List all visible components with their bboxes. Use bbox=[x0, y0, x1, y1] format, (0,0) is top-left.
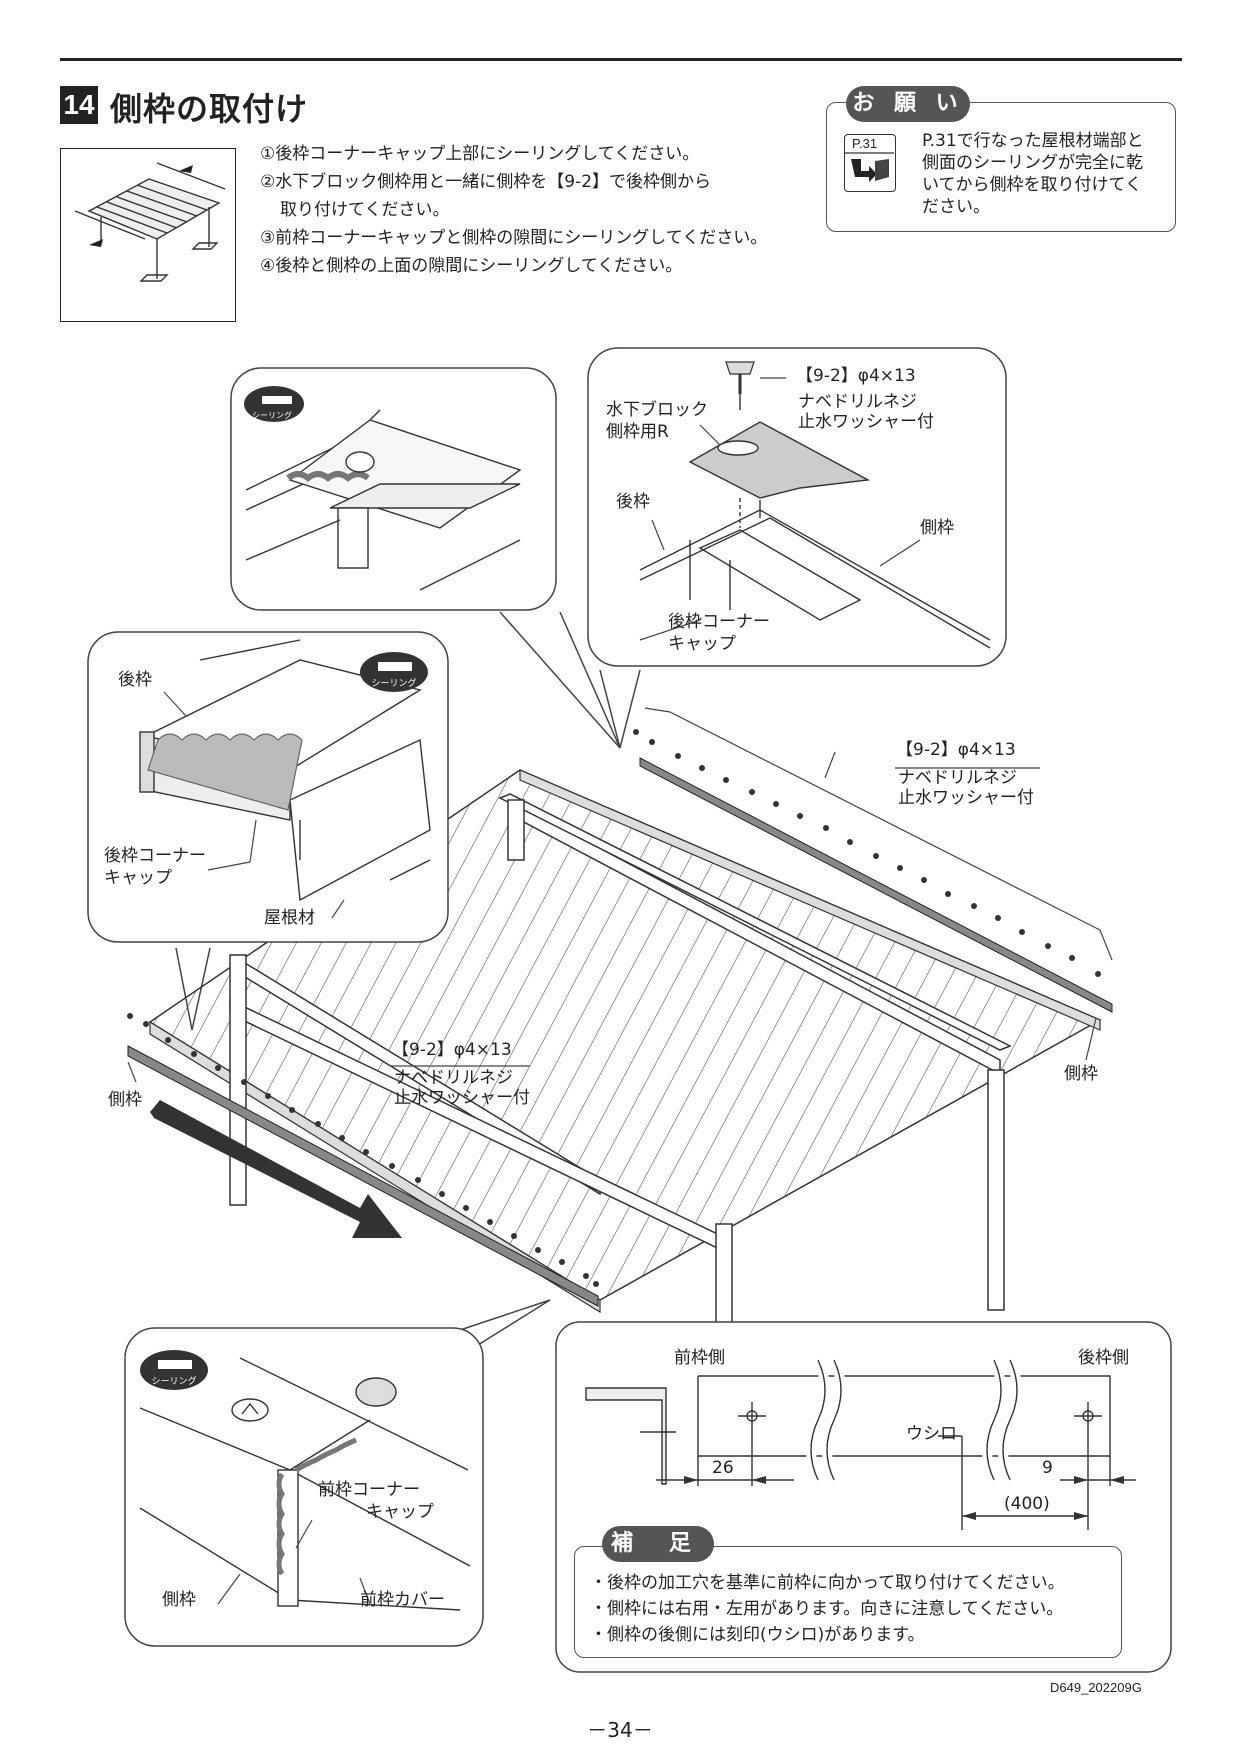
side-frame-label: 側枠 bbox=[1064, 1064, 1098, 1084]
dimension-9: 9 bbox=[1042, 1458, 1053, 1478]
ushiro-mark-label: ウシロ bbox=[906, 1424, 957, 1444]
screw-name: ナベドリルネジ bbox=[394, 1068, 513, 1088]
page-reference-icon bbox=[844, 134, 896, 192]
back-frame-label: 後枠 bbox=[616, 492, 650, 512]
step-3: ③前枠コーナーキャップと側枠の隙間にシーリングしてください。 bbox=[260, 228, 768, 248]
sealing-icon: シーリング bbox=[360, 652, 428, 692]
screw-name: ナベドリルネジ bbox=[898, 768, 1017, 788]
page-reference-label: P.31 bbox=[852, 136, 878, 151]
document-code: D649_202209G bbox=[1050, 1680, 1142, 1695]
side-frame-left bbox=[127, 1045, 599, 1307]
top-rule bbox=[60, 58, 1182, 61]
carport-thumbnail bbox=[60, 148, 236, 322]
supplement-line: ・側枠には右用・左用があります。向きに注意してください。 bbox=[590, 1599, 1064, 1619]
side-frame-label: 側枠 bbox=[108, 1090, 142, 1110]
screw-washer: 止水ワッシャー付 bbox=[394, 1088, 530, 1108]
back-side-label: 後枠側 bbox=[1078, 1348, 1129, 1368]
side-frame-label: 側枠 bbox=[162, 1590, 196, 1610]
supplement-box bbox=[574, 1546, 1122, 1658]
supplement-line: ・側枠の後側には刻印(ウシロ)があります。 bbox=[590, 1625, 925, 1645]
note-line: P.31で行なった屋根材端部と bbox=[922, 131, 1144, 151]
direction-arrow bbox=[150, 1100, 402, 1238]
request-note-text: P.31で行なった屋根材端部と 側面のシーリングが完全に乾 いてから側枠を取り付… bbox=[922, 130, 1172, 218]
front-cap-label-2: キャップ bbox=[366, 1502, 434, 1522]
detail-bubble-bottom-left bbox=[124, 1327, 484, 1647]
request-note-tag: お 願 い bbox=[846, 86, 970, 122]
note-line: ださい。 bbox=[922, 197, 990, 217]
side-frame-label: 側枠 bbox=[920, 518, 954, 538]
page-number: －34－ bbox=[587, 1718, 653, 1742]
step-list: ①後枠コーナーキャップ上部にシーリングしてください。 ②水下ブロック側枠用と一緒… bbox=[260, 140, 767, 280]
sealing-icon: シーリング bbox=[244, 386, 304, 422]
screw-spec: 【9-2】φ4×13 bbox=[796, 366, 916, 386]
front-cover-label: 前枠カバー bbox=[360, 1590, 445, 1610]
front-side-label: 前枠側 bbox=[674, 1348, 725, 1368]
screw-spec: 【9-2】φ4×13 bbox=[896, 740, 1016, 760]
supplement-tag: 補 足 bbox=[602, 1526, 714, 1562]
note-line: 側面のシーリングが完全に乾 bbox=[922, 153, 1143, 173]
section-number: 14 bbox=[60, 86, 98, 124]
front-cap-label-1: 前枠コーナー bbox=[318, 1480, 420, 1500]
block-label-1: 水下ブロック bbox=[606, 400, 708, 420]
step-4: ④後枠と側枠の上面の隙間にシーリングしてください。 bbox=[260, 256, 683, 276]
block-label-2: 側枠用R bbox=[606, 422, 669, 442]
seal-icon-text: シーリング bbox=[371, 677, 416, 689]
seal-icon-text: シーリング bbox=[151, 1375, 196, 1387]
post-front-right bbox=[715, 1223, 733, 1335]
detail-bubble-top-right bbox=[587, 347, 1007, 667]
screw-name: ナベドリルネジ bbox=[798, 392, 917, 412]
post-back-left bbox=[507, 799, 525, 861]
step-1: ①後枠コーナーキャップ上部にシーリングしてください。 bbox=[260, 144, 700, 164]
dimension-26: 26 bbox=[712, 1458, 734, 1478]
step-2: ②水下ブロック側枠用と一緒に側枠を【9-2】で後枠側から bbox=[260, 172, 712, 192]
side-frame-right bbox=[639, 757, 1113, 1013]
post-back-right bbox=[987, 1069, 1005, 1311]
note-line: いてから側枠を取り付けてく bbox=[922, 175, 1142, 195]
supplement-text: ・後枠の加工穴を基準に前枠に向かって取り付けてください。 ・側枠には右用・左用が… bbox=[590, 1570, 1065, 1648]
step-2-cont: 取り付けてください。 bbox=[280, 200, 450, 220]
screw-washer: 止水ワッシャー付 bbox=[798, 412, 934, 432]
back-cap-label-1: 後枠コーナー bbox=[668, 612, 770, 632]
roof-material-label: 屋根材 bbox=[264, 908, 315, 928]
sealing-icon: シーリング bbox=[140, 1350, 208, 1390]
back-cap-label-2: キャップ bbox=[104, 868, 172, 888]
dimension-400: (400) bbox=[1004, 1494, 1050, 1514]
section-title: 側枠の取付け bbox=[110, 90, 309, 128]
back-cap-label-2: キャップ bbox=[668, 634, 736, 654]
back-frame-label: 後枠 bbox=[118, 670, 152, 690]
seal-icon-text: シーリング bbox=[252, 410, 292, 420]
screw-spec: 【9-2】φ4×13 bbox=[392, 1040, 512, 1060]
back-cap-label-1: 後枠コーナー bbox=[104, 846, 206, 866]
request-note-box bbox=[826, 102, 1176, 232]
supplement-line: ・後枠の加工穴を基準に前枠に向かって取り付けてください。 bbox=[590, 1573, 1065, 1593]
screw-washer: 止水ワッシャー付 bbox=[898, 788, 1034, 808]
